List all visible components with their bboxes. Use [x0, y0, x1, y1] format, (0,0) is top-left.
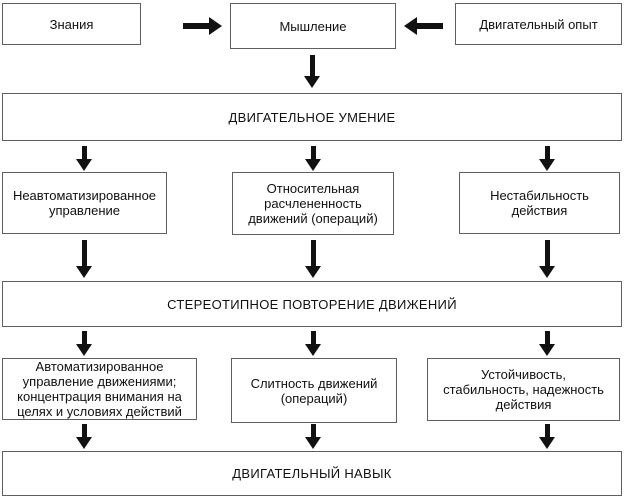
arrow-down-icon — [76, 240, 92, 278]
arrow-shaft — [544, 424, 550, 437]
box-stability: Устойчивость, стабильность, надежность д… — [427, 358, 620, 421]
arrow-shaft — [81, 331, 87, 344]
arrow-head — [76, 344, 92, 356]
arrow-shaft — [183, 23, 209, 29]
box-instability: Нестабильность действия — [459, 172, 620, 234]
arrow-shaft — [310, 146, 316, 159]
arrow-head — [209, 17, 222, 35]
arrow-down-icon — [305, 331, 321, 356]
box-merged-movements: Слитность движений (операций) — [231, 358, 397, 423]
arrow-down-icon — [76, 146, 92, 171]
arrow-head — [76, 437, 92, 449]
arrow-down-icon — [305, 424, 321, 449]
arrow-right-icon — [183, 17, 222, 35]
arrow-down-icon — [76, 331, 92, 356]
arrow-down-icon — [304, 55, 320, 88]
arrow-shaft — [310, 240, 316, 266]
box-nonautomated-control: Неавтоматизированное управление — [2, 172, 167, 234]
arrow-head — [539, 344, 555, 356]
arrow-shaft — [310, 424, 316, 437]
arrow-down-icon — [539, 424, 555, 449]
arrow-down-icon — [305, 240, 321, 278]
arrow-shaft — [544, 331, 550, 344]
arrow-head — [305, 266, 321, 278]
box-stereotype-repetition: СТЕРЕОТИПНОЕ ПОВТОРЕНИЕ ДВИЖЕНИЙ — [2, 281, 622, 327]
box-motor-navyk: ДВИГАТЕЛЬНЫЙ НАВЫК — [2, 451, 622, 496]
box-motor-experience: Двигательный опыт — [455, 3, 622, 45]
arrow-down-icon — [539, 331, 555, 356]
arrow-head — [539, 159, 555, 171]
arrow-shaft — [81, 146, 87, 159]
arrow-head — [305, 437, 321, 449]
arrow-left-icon — [404, 17, 443, 35]
arrow-shaft — [417, 23, 443, 29]
box-thinking: Мышление — [230, 3, 396, 49]
arrow-head — [539, 437, 555, 449]
arrow-down-icon — [76, 424, 92, 449]
box-motor-umenie: ДВИГАТЕЛЬНОЕ УМЕНИЕ — [2, 93, 622, 141]
box-relative-segmentation: Относительная расчлененность движений (о… — [232, 172, 394, 235]
arrow-head — [76, 159, 92, 171]
arrow-head — [539, 266, 555, 278]
arrow-down-icon — [539, 240, 555, 278]
box-knowledge: Знания — [2, 3, 141, 45]
arrow-head — [404, 17, 417, 35]
arrow-shaft — [81, 424, 87, 437]
arrow-head — [304, 76, 320, 88]
arrow-shaft — [81, 240, 87, 266]
arrow-shaft — [310, 331, 316, 344]
arrow-head — [305, 344, 321, 356]
arrow-shaft — [309, 55, 315, 76]
arrow-down-icon — [539, 146, 555, 171]
arrow-down-icon — [305, 146, 321, 171]
arrow-shaft — [544, 146, 550, 159]
arrow-head — [76, 266, 92, 278]
arrow-shaft — [544, 240, 550, 266]
box-automated-control: Автоматизированное управление движениями… — [2, 358, 197, 420]
arrow-head — [305, 159, 321, 171]
